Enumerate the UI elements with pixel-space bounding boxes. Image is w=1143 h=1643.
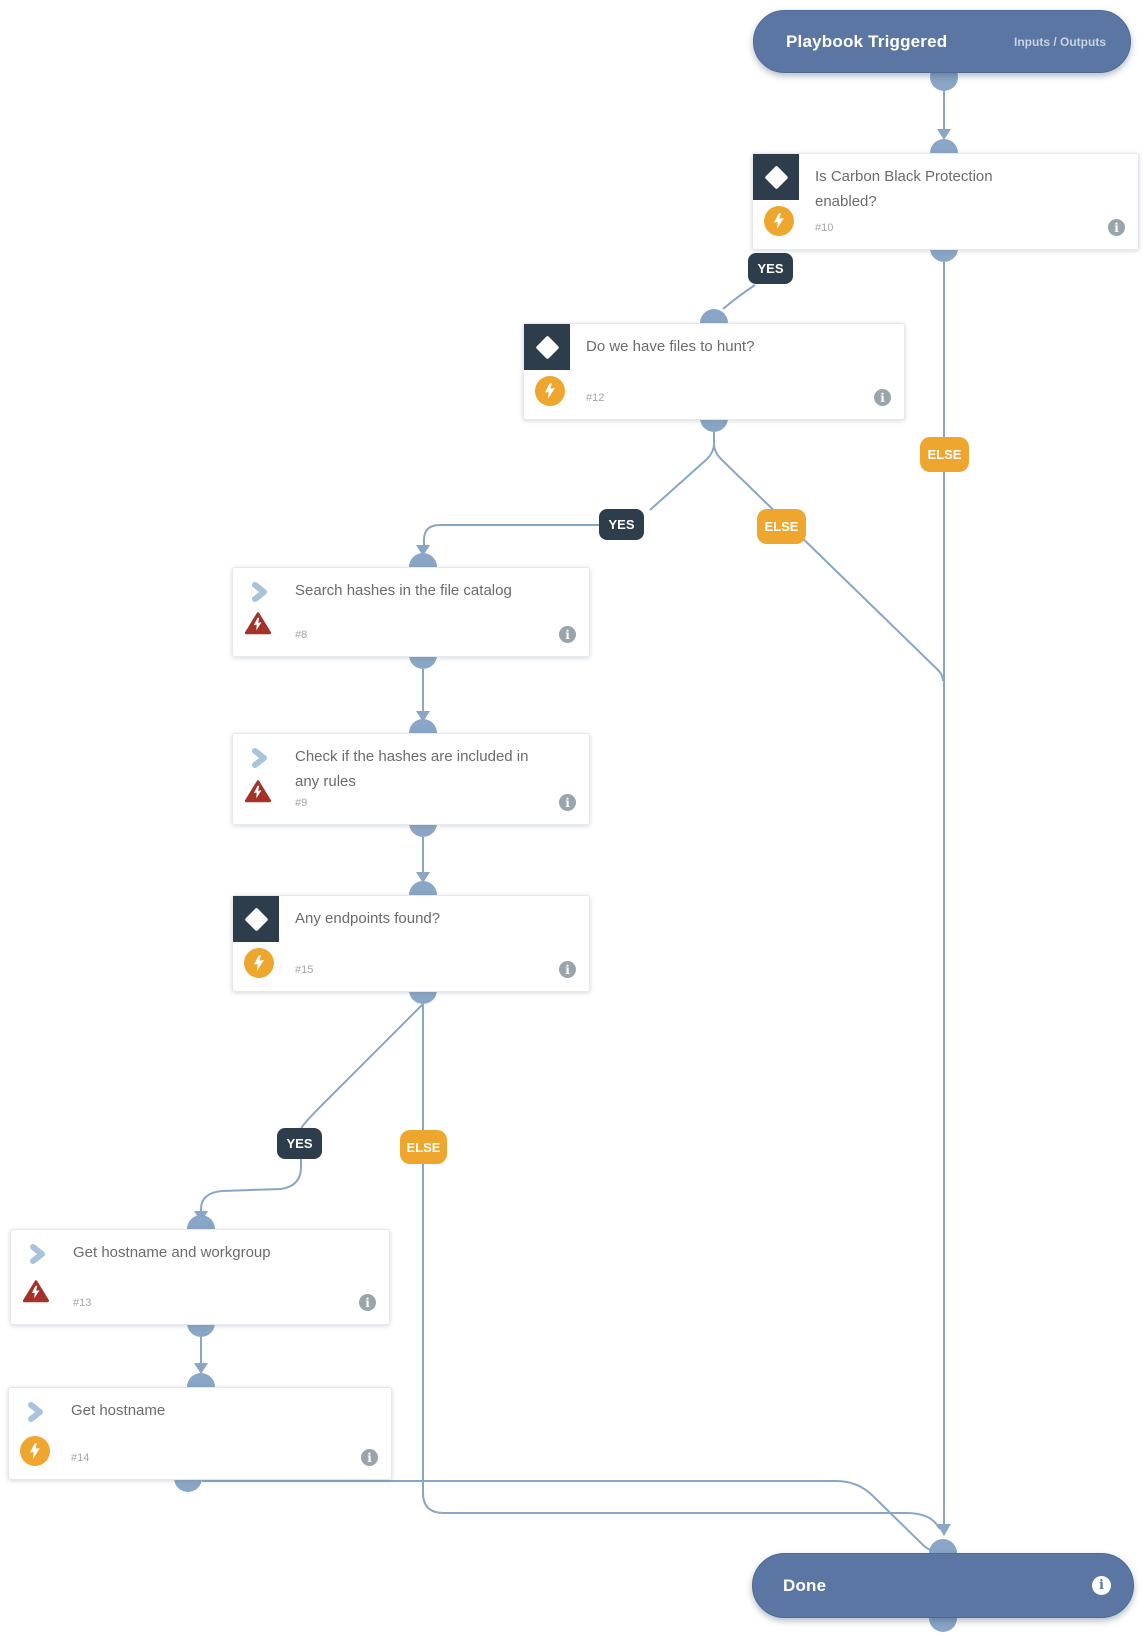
decision-diamond-icon [524, 324, 570, 370]
info-icon[interactable]: i [874, 389, 891, 406]
bolt-circle-icon [535, 376, 565, 406]
node-title: Search hashes in the file catalog [295, 582, 512, 599]
bolt-circle-icon [20, 1436, 50, 1466]
warning-bolt-triangle-icon [244, 779, 272, 809]
start-node-playbook-triggered[interactable]: Playbook Triggered Inputs / Outputs [753, 10, 1131, 73]
info-icon[interactable]: i [559, 794, 576, 811]
node-title: Any endpoints found? [295, 910, 441, 927]
branch-label-yes-12[interactable]: YES [599, 509, 644, 540]
node-card-8[interactable]: Search hashes in the file catalog #8 i [232, 567, 590, 657]
action-chevron-icon [23, 1400, 47, 1429]
node-number: #8 [295, 629, 308, 641]
warning-bolt-triangle-icon [22, 1279, 50, 1309]
info-icon[interactable]: i [559, 626, 576, 643]
node-card-13[interactable]: Get hostname and workgroup #13 i [10, 1229, 390, 1325]
node-number: #9 [295, 797, 308, 809]
node-title: Get hostname [71, 1402, 166, 1419]
bolt-circle-icon [244, 948, 274, 978]
end-node-title: Done [783, 1575, 827, 1595]
action-chevron-icon [247, 746, 271, 775]
node-title: Do we have files to hunt? [586, 338, 755, 355]
decision-diamond-icon [233, 896, 279, 942]
start-node-title: Playbook Triggered [786, 31, 948, 51]
node-card-14[interactable]: Get hostname #14 i [8, 1387, 392, 1480]
branch-label-yes-15[interactable]: YES [277, 1128, 322, 1159]
inputs-outputs-link[interactable]: Inputs / Outputs [1014, 34, 1106, 49]
node-number: #15 [295, 964, 314, 976]
node-card-15[interactable]: Any endpoints found? #15 i [232, 895, 590, 992]
info-icon[interactable]: i [359, 1294, 376, 1311]
wire-arrowheads [194, 129, 951, 1536]
info-icon[interactable]: i [361, 1449, 378, 1466]
node-number: #14 [71, 1452, 90, 1464]
info-icon[interactable]: i [559, 961, 576, 978]
node-number: #12 [586, 392, 605, 404]
action-chevron-icon [25, 1242, 49, 1271]
node-number: #10 [815, 222, 834, 234]
node-title: Is Carbon Black Protection enabled? [815, 168, 993, 210]
bolt-circle-icon [764, 206, 794, 236]
node-card-12[interactable]: Do we have files to hunt? #12 i [523, 323, 905, 420]
node-number: #13 [73, 1297, 92, 1309]
action-chevron-icon [247, 580, 271, 609]
branch-label-else-12[interactable]: ELSE [757, 509, 806, 544]
branch-label-yes-10[interactable]: YES [748, 253, 793, 284]
warning-bolt-triangle-icon [244, 611, 272, 641]
node-card-10[interactable]: Is Carbon Black Protection enabled? #10 … [752, 153, 1139, 250]
branch-label-else-10[interactable]: ELSE [920, 437, 969, 472]
end-node-done[interactable]: Done i [752, 1553, 1134, 1618]
info-icon[interactable]: i [1108, 219, 1125, 236]
node-title: Check if the hashes are included in any … [295, 748, 529, 790]
node-card-9[interactable]: Check if the hashes are included in any … [232, 733, 590, 825]
info-icon[interactable]: i [1092, 1576, 1111, 1595]
node-title: Get hostname and workgroup [73, 1244, 271, 1261]
decision-diamond-icon [753, 154, 799, 200]
branch-label-else-15[interactable]: ELSE [400, 1130, 447, 1164]
